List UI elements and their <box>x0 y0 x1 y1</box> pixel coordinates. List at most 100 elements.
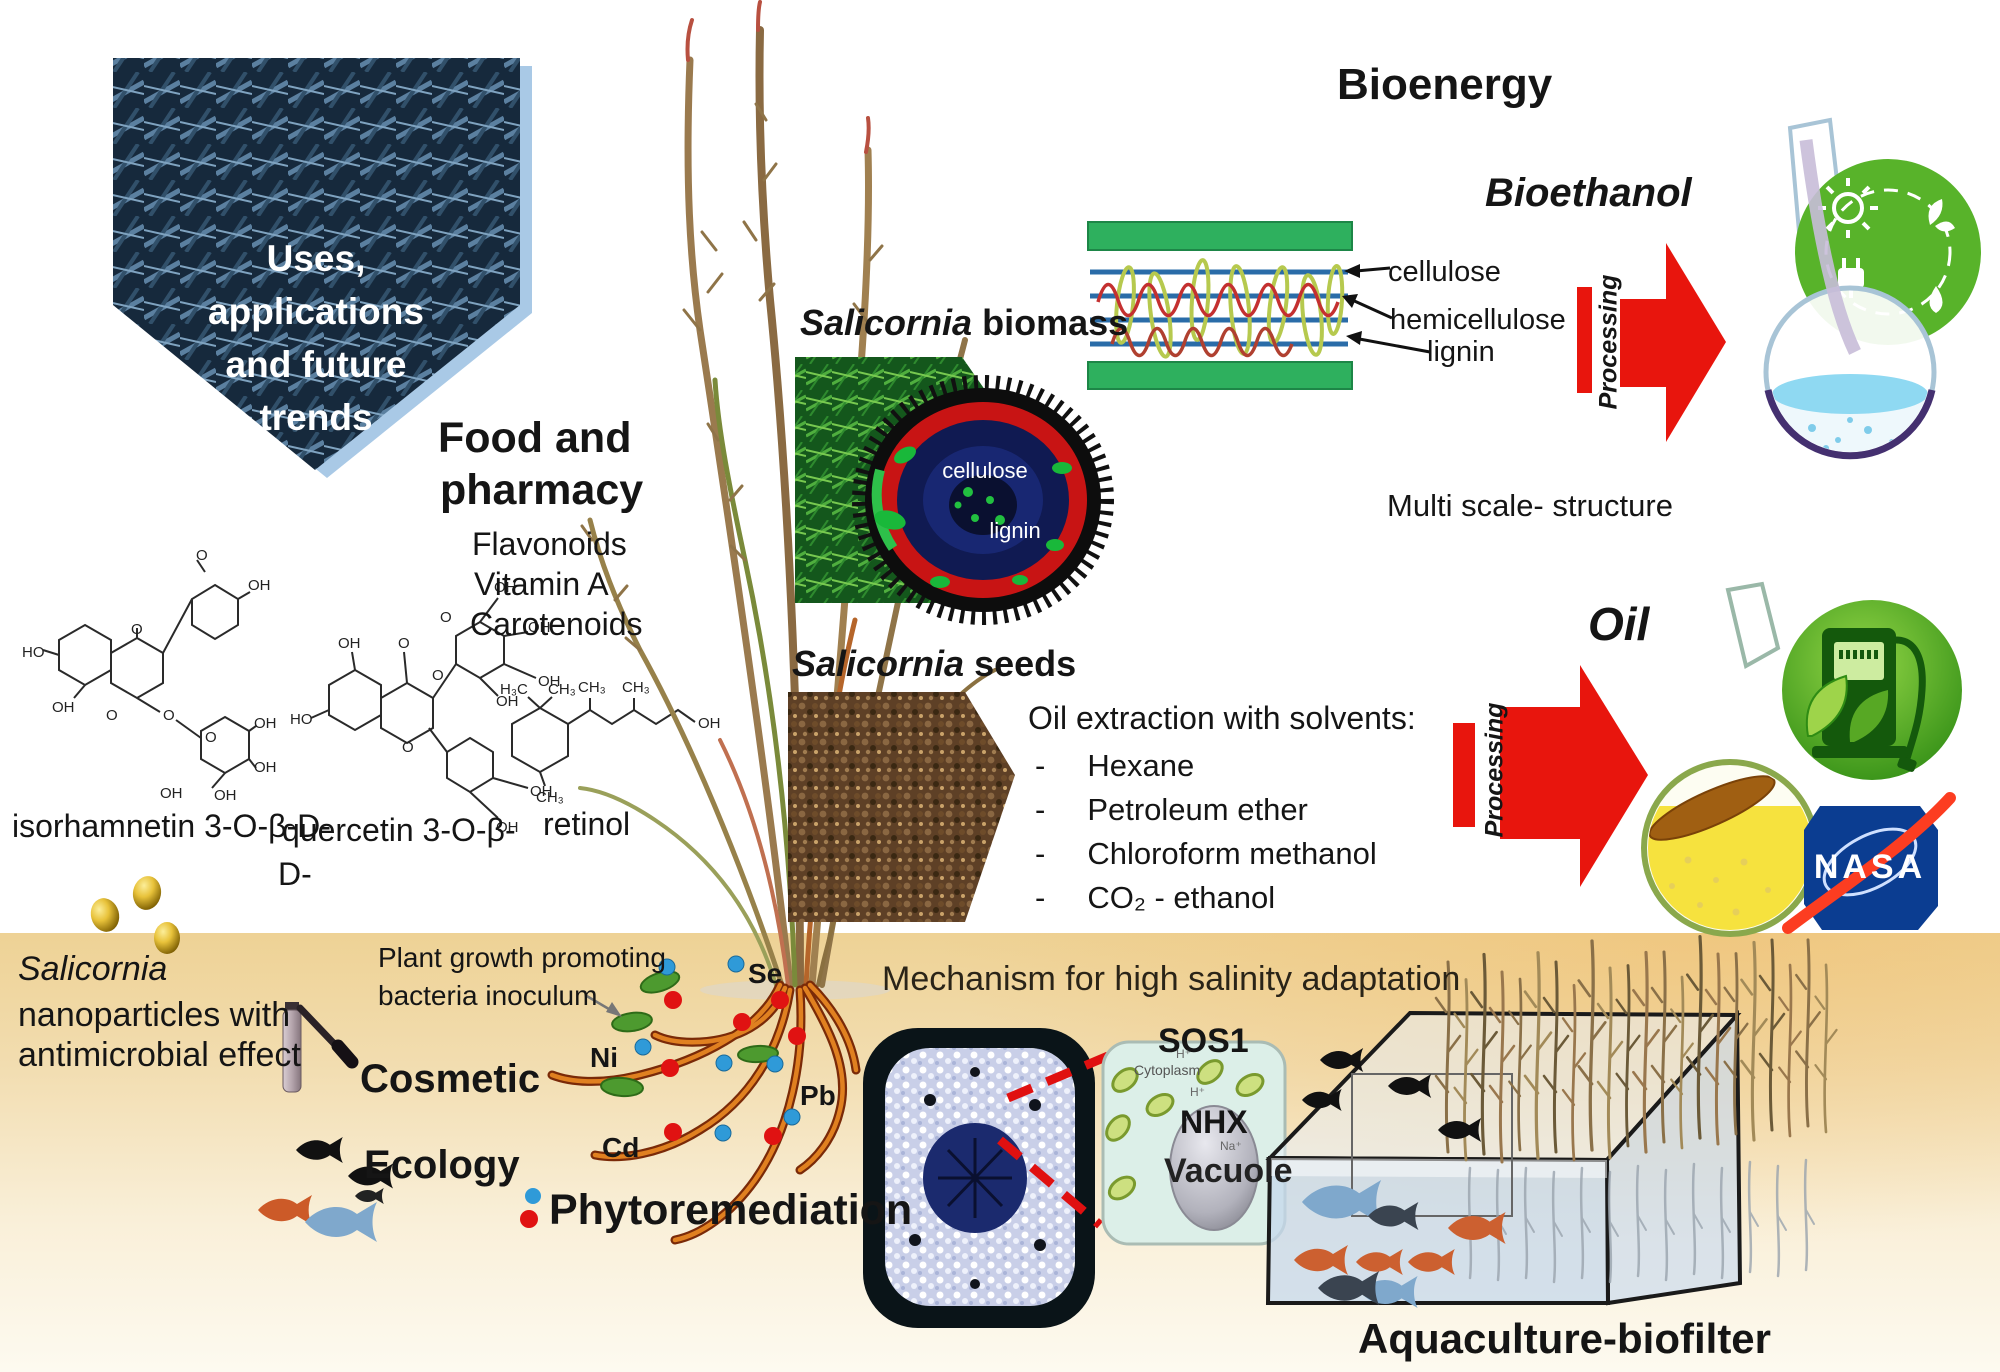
pentagon-title-line4: trends <box>259 397 373 438</box>
na-plus-label: Na⁺ <box>1220 1139 1242 1153</box>
food-item-vitamin-a: Vitamin A <box>474 566 609 602</box>
metal-label-cd: Cd <box>602 1132 640 1163</box>
svg-text:OH: OH <box>248 577 271 594</box>
svg-text:O: O <box>106 707 118 724</box>
svg-text:OH: OH <box>538 673 561 690</box>
retinol-label: retinol <box>543 806 631 842</box>
svg-text:OH: OH <box>254 759 277 776</box>
svg-text:CH₃: CH₃ <box>536 789 564 806</box>
seeds-photo <box>788 692 1015 922</box>
cellwall-label-arrows <box>1349 266 1431 354</box>
h-plus-label-1: H⁺ <box>1176 1047 1191 1061</box>
multiscale-inner-cellulose: cellulose <box>942 458 1028 483</box>
isorhamnetin-structure <box>42 559 257 789</box>
bioethanol-label: Bioethanol <box>1485 171 1692 215</box>
cellwall-label-cellulose: cellulose <box>1388 256 1501 288</box>
oil-extraction-row: -CO₂ - ethanol <box>1035 880 1276 915</box>
cytoplasm-label: Cytoplasm <box>1134 1062 1201 1078</box>
vacuole-sphere <box>1169 1105 1259 1231</box>
h-plus-label-2: H⁺ <box>1190 1085 1205 1099</box>
phytoremediation-legend-dots <box>520 1188 541 1228</box>
cellwall-label-hemicellulose: hemicellulose <box>1390 304 1566 336</box>
metal-ion-dots <box>634 955 806 1145</box>
multiscale-cross-section <box>852 375 1114 625</box>
multiscale-inner-lignin: lignin <box>989 518 1041 543</box>
pentagon-title-line1: Uses, <box>266 238 366 279</box>
isorhamnetin-label: isorhamnetin 3-O-β-D- <box>12 808 331 844</box>
multiscale-caption: Multi scale- structure <box>1387 488 1673 523</box>
oil-extraction-row: -Hexane <box>1035 748 1195 783</box>
metal-label-se: Se <box>748 958 783 989</box>
metal-label-ni: Ni <box>590 1042 618 1073</box>
svg-text:CH₃: CH₃ <box>622 679 650 696</box>
svg-text:CH₃: CH₃ <box>548 681 576 698</box>
oil-flask <box>1641 581 1819 937</box>
svg-text:OH: OH <box>214 787 237 804</box>
pgpb-line1: Plant growth promoting <box>378 942 666 973</box>
svg-text:O: O <box>432 667 444 684</box>
structure-atom-labels: HO O O OH OH O O O OH OH OH OH OH O OH O… <box>22 547 721 836</box>
green-fuel-pump-icon <box>1782 600 1962 780</box>
svg-text:OH: OH <box>528 619 551 636</box>
food-pharmacy-title-line1: Food and <box>438 414 632 462</box>
cellwall-schematic <box>1087 221 1431 390</box>
svg-text:OH: OH <box>496 693 519 710</box>
svg-text:OH: OH <box>338 635 361 652</box>
quercetin-label: quercetin 3-O-β- <box>282 812 516 848</box>
food-item-flavonoids: Flavonoids <box>472 526 627 562</box>
retinol-structure <box>511 696 696 787</box>
svg-text:O: O <box>205 729 217 746</box>
nanoparticles-line1: Salicornia <box>18 950 168 988</box>
nasa-text: NASA <box>1813 848 1927 886</box>
sos1-label: SOS1 <box>1158 1022 1249 1060</box>
quercetin-structure <box>310 597 537 819</box>
svg-text:HO: HO <box>290 711 313 728</box>
svg-text:O: O <box>402 739 414 756</box>
vacuole-label: Vacuole <box>1164 1152 1293 1190</box>
metal-label-pb: Pb <box>800 1080 836 1111</box>
processing-arrow-oil <box>1453 665 1648 887</box>
processing-label-bioethanol: Processing <box>1594 274 1623 410</box>
gold-nanoparticles <box>90 876 180 954</box>
svg-text:OH: OH <box>52 699 75 716</box>
svg-text:O: O <box>131 621 143 638</box>
processing-arrow-bioethanol <box>1577 243 1726 442</box>
ecology-label: Ecology <box>364 1143 520 1187</box>
pentagon-title-line2: applications <box>208 291 424 332</box>
food-pharmacy-title-line2: pharmacy <box>440 466 644 514</box>
oil-title: Oil <box>1588 598 1650 650</box>
bacteria-inoculum-icons <box>600 970 779 1098</box>
salinity-heading: Mechanism for high salinity adaptation <box>882 960 1461 998</box>
svg-text:OH: OH <box>494 579 517 596</box>
svg-text:OH: OH <box>496 819 519 836</box>
oil-extraction-row: -Petroleum ether <box>1035 792 1308 827</box>
root-system-illustration <box>547 980 861 1245</box>
oil-extraction-row: -Chloroform methanol <box>1035 836 1377 871</box>
food-item-carotenoids: Carotenoids <box>470 606 643 642</box>
svg-text:OH: OH <box>254 715 277 732</box>
svg-text:OH: OH <box>530 783 553 800</box>
svg-text:O: O <box>196 547 208 564</box>
svg-text:O: O <box>398 635 410 652</box>
uses-pentagon-image <box>113 58 532 478</box>
svg-text:HO: HO <box>22 644 45 661</box>
cytoplasm-cell-diagram <box>1101 1040 1287 1246</box>
pentagon-title-line3: and future <box>225 344 407 385</box>
phytoremediation-label: Phytoremediation <box>549 1186 913 1234</box>
seeds-label: Salicornia seeds <box>792 643 1077 684</box>
aquaculture-tank <box>1265 935 1838 1308</box>
quercetin-label2: D- <box>278 856 312 892</box>
svg-text:OH: OH <box>160 785 183 802</box>
nanoparticles-line3: antimicrobial effect <box>18 1036 301 1074</box>
zoom-dashed-connectors <box>997 1051 1110 1229</box>
nhx-label: NHX <box>1180 1104 1248 1140</box>
oil-extraction-title: Oil extraction with solvents: <box>1028 700 1416 736</box>
mascara-icon <box>282 1002 359 1093</box>
svg-text:O: O <box>440 609 452 626</box>
cellwall-label-lignin: lignin <box>1427 336 1495 368</box>
salinity-cross-section <box>863 1028 1095 1328</box>
nasa-logo <box>1782 792 1956 934</box>
svg-text:OH: OH <box>698 715 721 732</box>
